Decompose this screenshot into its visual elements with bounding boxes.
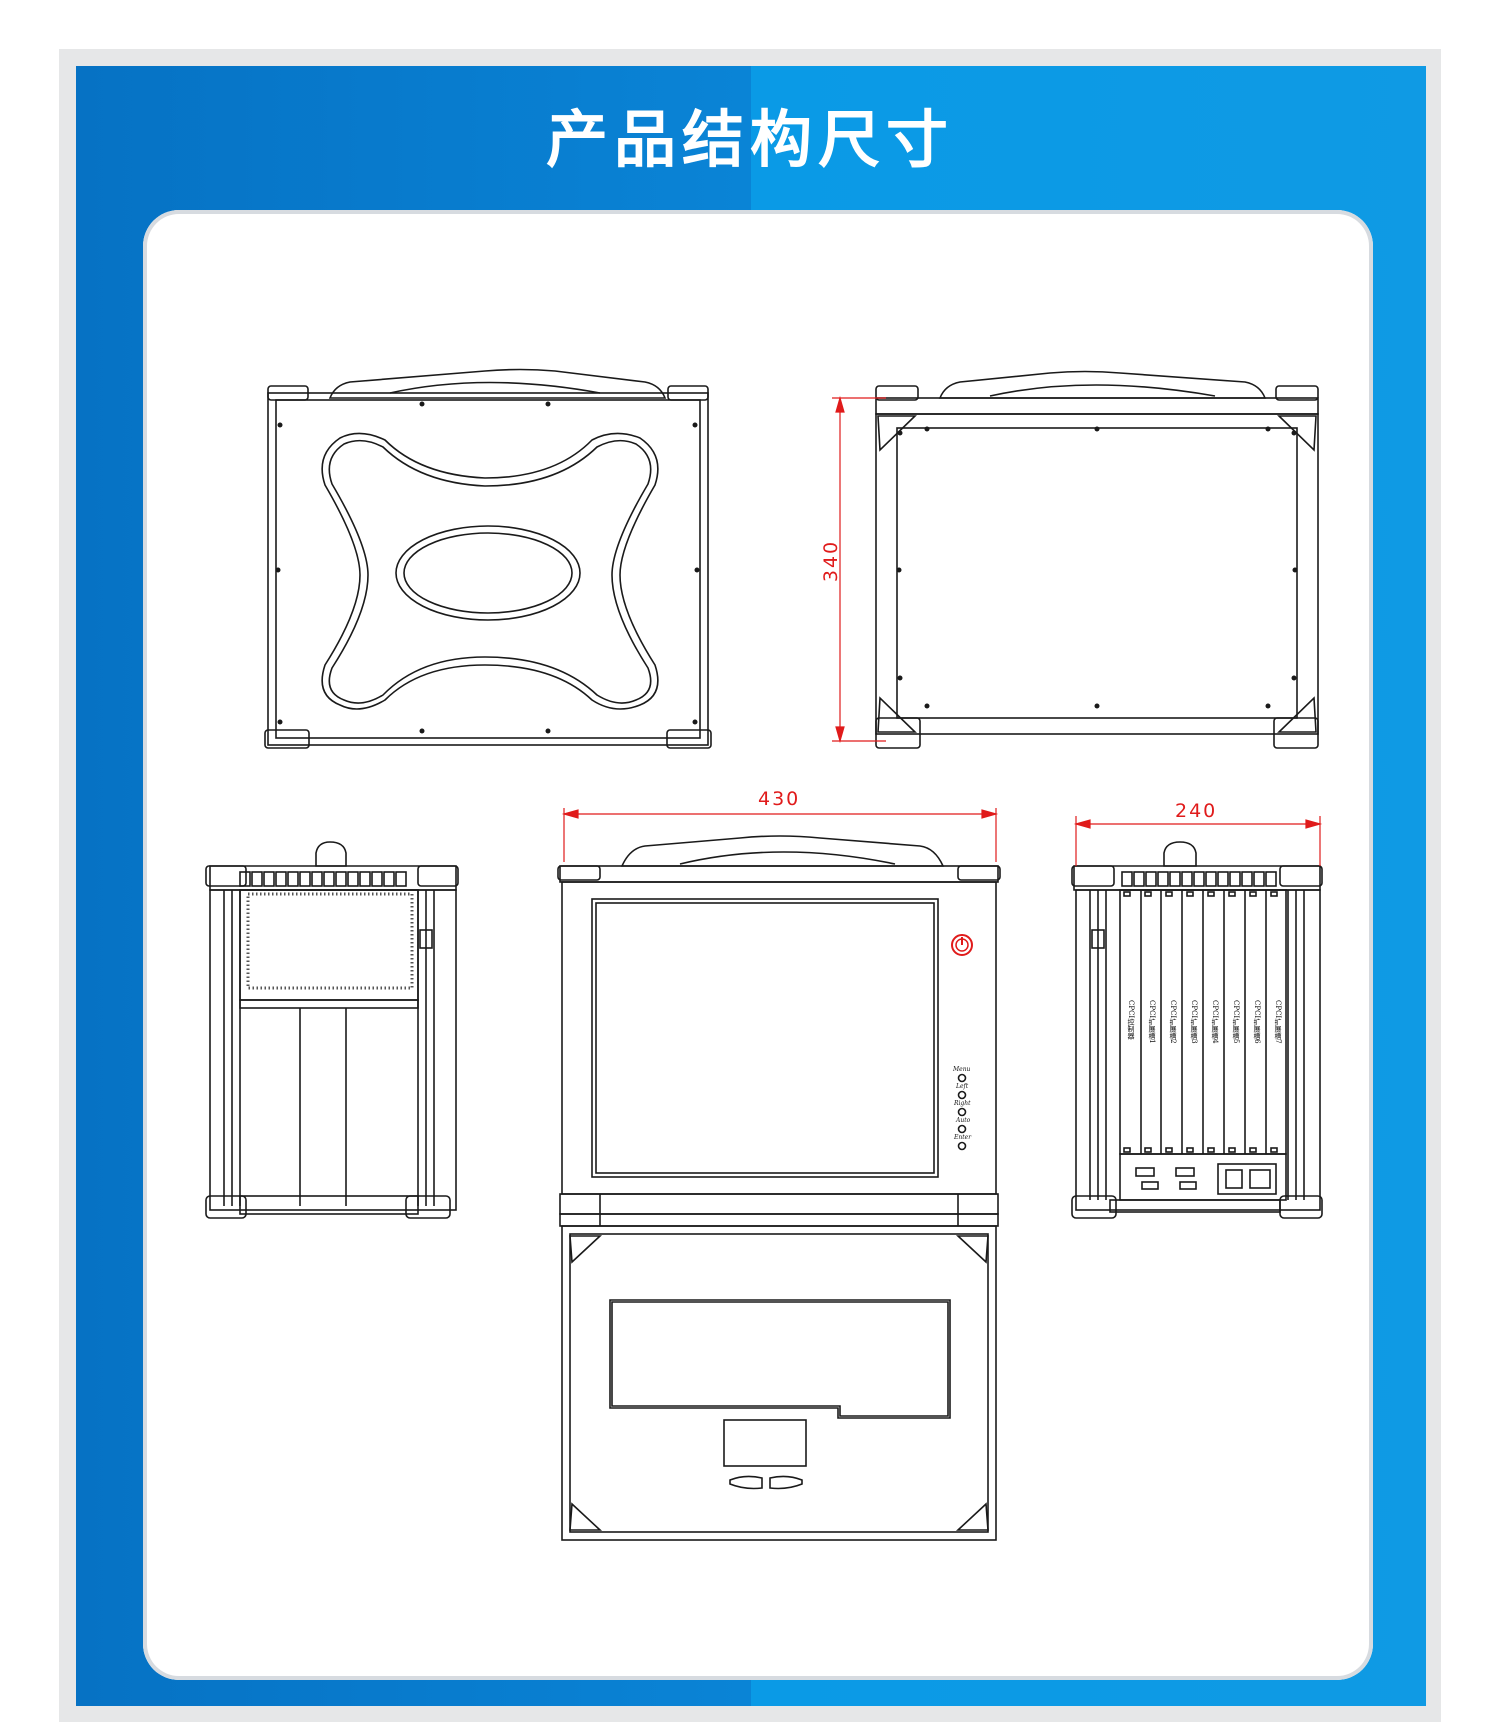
back-view <box>264 368 712 749</box>
slot-label: CPCI扩展槽4 <box>1211 1000 1219 1044</box>
button-label-right: Right <box>954 1100 971 1107</box>
drawing-panel <box>143 210 1373 1680</box>
dimension-height-label: 340 <box>820 539 843 583</box>
top-view <box>832 370 1319 749</box>
button-label-menu: Menu <box>953 1066 971 1073</box>
slot-label: CPCI控制器 <box>1127 1000 1135 1040</box>
dimension-width-label: 430 <box>758 788 801 810</box>
button-label-auto: Auto <box>956 1117 971 1124</box>
button-label-enter: Enter <box>954 1134 972 1141</box>
left-side-view <box>205 841 459 1219</box>
slot-label: CPCI扩展槽7 <box>1274 1000 1282 1044</box>
right-side-view <box>1071 816 1323 1219</box>
button-label-left: Left <box>956 1083 969 1090</box>
slot-label: CPCI扩展槽1 <box>1148 1000 1156 1044</box>
slot-label: CPCI扩展槽2 <box>1169 1000 1177 1044</box>
page-title: 产品结构尺寸 <box>545 103 954 176</box>
slot-label: CPCI扩展槽5 <box>1232 1000 1240 1044</box>
dimension-depth-label: 240 <box>1175 800 1218 822</box>
slot-label: CPCI扩展槽3 <box>1190 1000 1198 1044</box>
slot-label: CPCI扩展槽6 <box>1253 1000 1261 1044</box>
front-view <box>557 808 1001 1541</box>
